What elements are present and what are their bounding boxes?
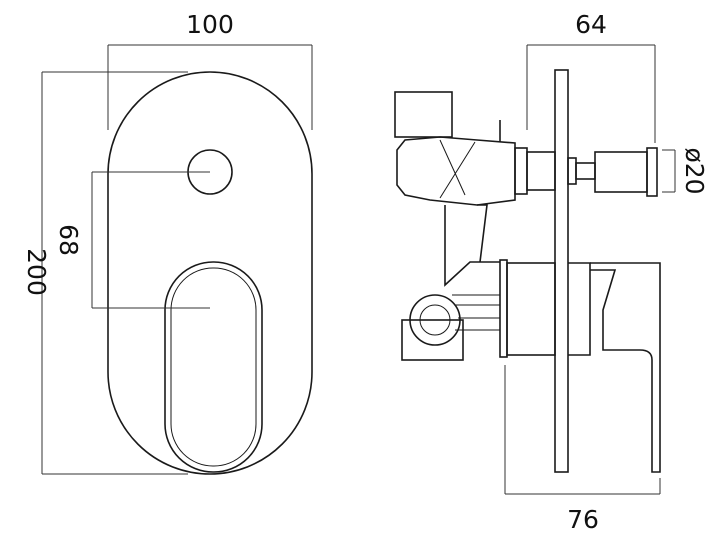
dimension-height: 200 — [22, 71, 188, 475]
width-label: 100 — [186, 10, 234, 39]
bottom-inlet-box — [401, 319, 464, 361]
diameter-label: ø20 — [680, 147, 709, 194]
dimension-centers: 68 — [54, 171, 210, 309]
dimension-depth-top: 64 — [526, 10, 656, 143]
mixer-cartridge — [506, 262, 556, 356]
depth-bottom-label: 76 — [567, 505, 599, 534]
body-collar — [514, 147, 528, 195]
diverter-knob-side — [594, 151, 648, 193]
dimension-depth-bottom: 76 — [504, 365, 661, 534]
lever-handle — [164, 261, 263, 473]
side-view — [394, 69, 661, 473]
bottom-inlet — [409, 294, 461, 346]
diverter-cap — [646, 147, 658, 197]
connecting-pipe — [444, 204, 500, 287]
mixer-flange — [499, 259, 508, 358]
wall-plate — [554, 69, 569, 473]
depth-top-label: 64 — [575, 10, 607, 39]
lever-handle-inner — [170, 267, 257, 467]
lever-base — [568, 262, 591, 356]
height-label: 200 — [22, 248, 51, 296]
front-view — [107, 71, 313, 475]
diverter-spindle — [526, 151, 556, 191]
centers-label: 68 — [54, 224, 83, 256]
valve-body — [396, 136, 516, 206]
faceplate-outline — [107, 71, 313, 475]
dimension-width: 100 — [107, 10, 313, 130]
top-outlet — [394, 91, 453, 138]
dimension-knob-diameter: ø20 — [662, 147, 709, 195]
lever-side — [590, 262, 661, 473]
